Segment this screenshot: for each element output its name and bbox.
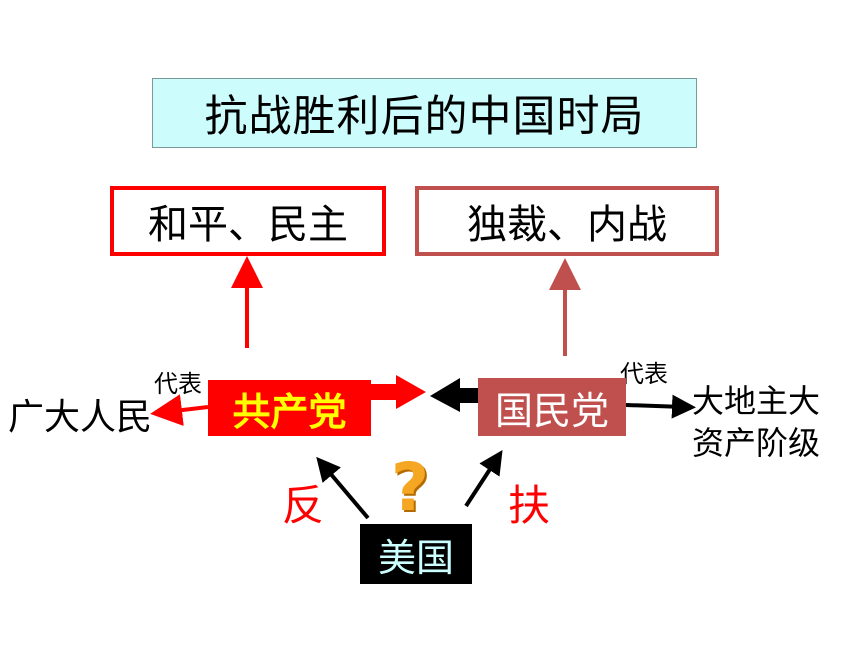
- question-mark-icon: ?: [390, 448, 430, 526]
- goal-peace-democracy: 和平、民主: [110, 186, 386, 256]
- goal-dictatorship-civil-war: 独裁、内战: [415, 186, 719, 256]
- page-title: 抗战胜利后的中国时局: [152, 78, 697, 148]
- kmt-box: 国民党: [478, 378, 626, 436]
- represents-label-left: 代表: [154, 370, 202, 398]
- support-label: 扶: [508, 481, 551, 530]
- arrow-ccp-to-center: [371, 375, 426, 409]
- arrow-usa-to-ccp: [316, 456, 370, 520]
- arrow-kmt-to-center: [430, 378, 478, 412]
- landlords-line-2: 资产阶级: [692, 424, 821, 462]
- ccp-box: 共产党: [208, 380, 371, 436]
- usa-box: 美国: [360, 524, 472, 584]
- arrow-kmt-to-landlords: [625, 394, 696, 419]
- arrow-ccp-to-people: [150, 394, 209, 426]
- oppose-label: 反: [282, 481, 325, 530]
- broad-masses-label: 广大人民: [8, 397, 153, 438]
- arrow-usa-to-kmt: [464, 449, 503, 508]
- represents-label-right: 代表: [620, 360, 668, 388]
- landlords-line-1: 大地主大: [692, 382, 821, 420]
- landlords-bourgeoisie-label: 大地主大 资产阶级: [692, 380, 820, 464]
